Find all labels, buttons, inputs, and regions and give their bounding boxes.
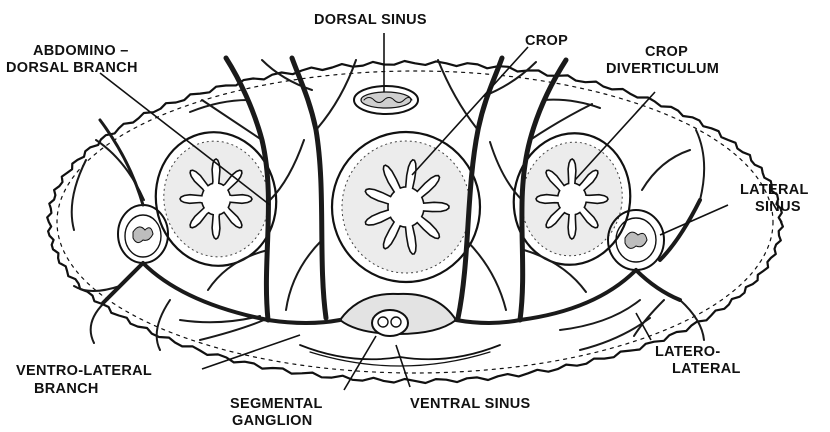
label-ventro-lateral-line2: BRANCH [34, 381, 99, 397]
label-crop-diverticulum-line2: DIVERTICULUM [606, 61, 719, 77]
right-lateral-sinus [608, 210, 664, 270]
label-lateral-sinus-line1: LATERAL [740, 182, 809, 198]
label-ventro-lateral-line1: VENTRO-LATERAL [16, 363, 152, 379]
label-ventral-sinus: VENTRAL SINUS [410, 396, 530, 412]
left-lateral-sinus [118, 205, 168, 263]
label-abdomino-dorsal-line1: ABDOMINO – [33, 43, 129, 59]
label-crop: CROP [525, 33, 568, 49]
crop-structure [332, 132, 480, 282]
dorsal-sinus-structure [354, 86, 418, 114]
label-segmental-ganglion-line1: SEGMENTAL [230, 396, 323, 412]
label-crop-diverticulum-line1: CROP [645, 44, 688, 60]
label-latero-lateral-line2: LATERAL [672, 361, 741, 377]
label-lateral-sinus-line2: SINUS [755, 199, 801, 215]
label-segmental-ganglion-line2: GANGLION [232, 413, 313, 429]
label-dorsal-sinus: DORSAL SINUS [314, 12, 427, 28]
label-latero-lateral-line1: LATERO- [655, 344, 720, 360]
label-abdomino-dorsal-line2: DORSAL BRANCH [6, 60, 138, 76]
